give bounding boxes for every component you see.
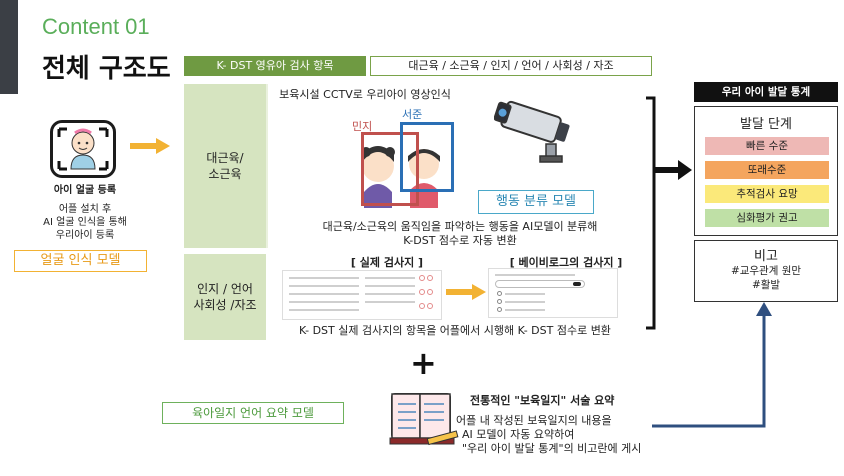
items-header: K- DST 영유아 검사 항목 — [184, 56, 366, 76]
stage-deep-eval: 심화평가 권고 — [705, 209, 829, 227]
real-sheet-thumbnail — [282, 270, 442, 320]
note-box: 비고 #교우관계 원만 #활발 — [694, 240, 838, 302]
face-caption-line-2: AI 얼굴 인식을 통해 — [43, 217, 127, 228]
note-title: 비고 — [754, 249, 778, 264]
diary-line-3: "우리 아이 발달 통계"의 비고란에 게시 — [462, 442, 642, 455]
stage-follow-up: 추적검사 요망 — [705, 185, 829, 203]
cognitive-desc: K- DST 실제 검사지의 항목을 어플에서 시행해 K- DST 점수로 변… — [299, 324, 611, 337]
diary-line-1: 어플 내 작성된 보육일지의 내용을 — [456, 414, 612, 427]
cognitive-row-label: 인지 / 언어 사회성 /자조 — [184, 254, 266, 340]
diary-model-label: 육아일지 언어 요약 모델 — [162, 402, 344, 424]
plus-sign: + — [410, 344, 437, 382]
baby-face-icon — [50, 120, 116, 178]
arrow-right-icon-2 — [446, 284, 486, 304]
motor-label-line-2: 소근육 — [208, 167, 242, 181]
items-list: 대근육 / 소근육 / 인지 / 언어 / 사회성 / 자조 — [370, 56, 652, 76]
stage-peer: 또래수준 — [705, 161, 829, 179]
arrow-right-icon — [130, 138, 170, 158]
cctv-caption: 보육시설 CCTV로 우리아이 영상인식 — [279, 88, 451, 101]
motor-label-line-1: 대근육/ — [206, 150, 244, 165]
note-line-1: #교우관계 원만 — [730, 265, 802, 277]
stats-title: 우리 아이 발달 통계 — [694, 82, 838, 102]
side-accent-bar — [0, 0, 18, 94]
note-line-2: #활발 — [751, 279, 781, 292]
face-caption-title: 아이 얼굴 등록 — [53, 185, 117, 196]
stage-fast: 빠른 수준 — [705, 137, 829, 155]
name-seojun: 서준 — [402, 108, 423, 121]
cog-label-line-2: 사회성 /자조 — [193, 298, 257, 312]
bracket-arrow — [640, 96, 696, 340]
motor-desc-line-1: 대근육/소근육의 움직임을 파악하는 행동을 AI모델이 분류해 — [322, 220, 598, 233]
face-caption-line-3: 우리아이 등록 — [55, 230, 115, 241]
motor-row-label: 대근육/ 소근육 — [184, 84, 266, 248]
real-sheet-label: [ 실제 검사지 ] — [350, 256, 424, 269]
diary-title: 전통적인 "보육일지" 서술 요약 — [470, 394, 615, 407]
content-label: Content 01 — [42, 14, 150, 39]
face-model-label: 얼굴 인식 모델 — [14, 250, 147, 272]
diary-book-icon — [388, 388, 460, 456]
face-caption-line-1: 어플 설치 후 — [58, 204, 112, 215]
cog-label-line-1: 인지 / 언어 — [197, 281, 253, 296]
motor-desc-line-2: K-DST 점수로 자동 변환 — [403, 234, 517, 247]
arrow-up-icon — [652, 302, 772, 436]
name-minji: 민지 — [352, 120, 373, 133]
diary-line-2: AI 모델이 자동 요약하여 — [462, 428, 575, 441]
page-title: 전체 구조도 — [42, 54, 171, 84]
cctv-camera-icon — [493, 96, 576, 170]
face-box-minji — [361, 132, 419, 206]
behavior-model-label: 행동 분류 모델 — [478, 190, 594, 214]
app-sheet-thumbnail — [488, 268, 618, 318]
stage-title: 발달 단계 — [740, 117, 792, 132]
baby-sheet-label: [ 베이비로그의 검사지 ] — [509, 256, 623, 269]
row-divider — [266, 84, 268, 248]
stage-box: 발달 단계 빠른 수준 또래수준 추적검사 요망 심화평가 권고 — [694, 106, 838, 236]
face-box-seojun — [400, 122, 454, 192]
